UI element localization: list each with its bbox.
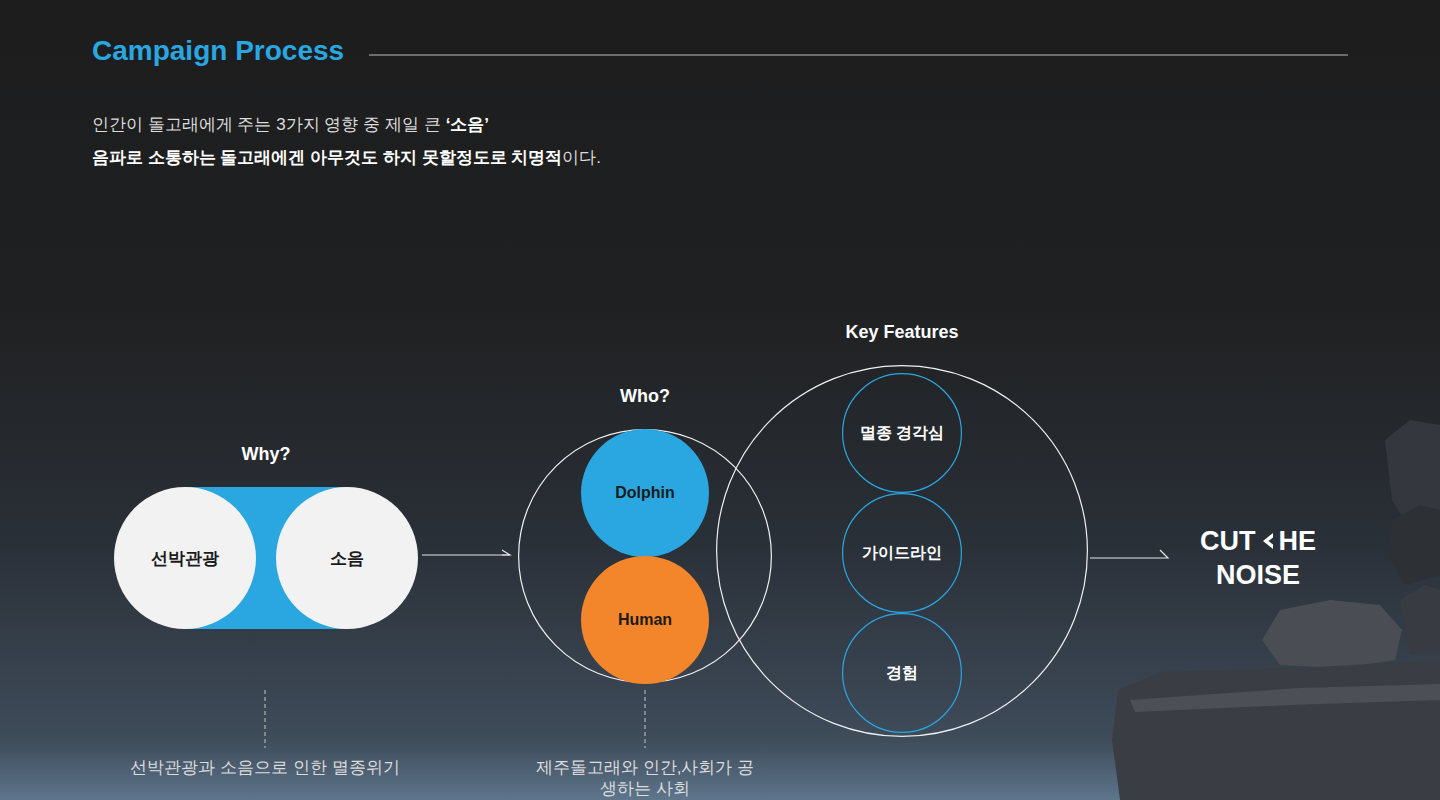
- node-body: 가이드라인: [842, 493, 962, 613]
- intro-line: 음파로 소통하는 돌고래에겐 아무것도 하지 못할정도로 치명적이다.: [92, 146, 601, 170]
- logo-word: CUT: [1200, 524, 1256, 558]
- node-heading: Who?: [458, 385, 832, 407]
- circle-shape: [114, 487, 256, 629]
- intro-text: ‘소음’: [446, 115, 489, 134]
- node-body: Human: [581, 556, 709, 684]
- cause-circle: 소음: [276, 487, 418, 629]
- circle-shape: [843, 374, 962, 493]
- circle-shape: [717, 366, 1088, 737]
- intro-text: 인간이 돌고래에게 주는 3가지 영향 중 제일 큰: [92, 115, 441, 134]
- circle-shape: [276, 487, 418, 629]
- feature-circle: 멸종 경각심: [842, 373, 962, 493]
- cause-band: Why?선박관광소음: [114, 487, 418, 629]
- campaign-logo: CUT HENOISE: [1180, 524, 1336, 592]
- who-circle: Who?DolphinHuman: [518, 429, 772, 683]
- circle-shape: [581, 556, 709, 684]
- leader-line: [644, 690, 646, 748]
- intro-text: 음파로 소통하는 돌고래에겐 아무것도 하지 못할정도로 치명적: [92, 148, 562, 167]
- logo-row: CUT HE: [1180, 524, 1336, 558]
- logo-word: NOISE: [1216, 558, 1300, 592]
- rock-ridge: [1130, 684, 1440, 712]
- node-body: 선박관광: [114, 487, 256, 629]
- actor-circle: Human: [581, 556, 709, 684]
- rock: [1400, 585, 1440, 655]
- rock-illustration: [1112, 420, 1440, 800]
- node-label: 멸종 경각심: [860, 423, 944, 444]
- rock: [1112, 660, 1440, 800]
- logo-arrow: [1090, 550, 1168, 558]
- node-body: 경험: [842, 613, 962, 733]
- logo-icon: [1260, 530, 1276, 552]
- intro-line: 인간이 돌고래에게 주는 3가지 영향 중 제일 큰 ‘소음’: [92, 113, 489, 137]
- circle-shape: [843, 494, 962, 613]
- cause-circle: 선박관광: [114, 487, 256, 629]
- page-title: Campaign Process: [92, 34, 344, 68]
- leader-line: [264, 690, 266, 748]
- circle-shape: [581, 429, 709, 557]
- caption-text: 선박관광과 소음으로 인한 멸종위기: [105, 757, 425, 778]
- caption-text: 제주돌고래와 인간,사회가 공생하는 사회: [530, 757, 760, 799]
- logo-row: NOISE: [1180, 558, 1336, 592]
- node-label: 경험: [886, 663, 918, 684]
- node-body: Dolphin: [581, 429, 709, 557]
- rock: [1262, 600, 1402, 668]
- title-rule: [369, 55, 1348, 56]
- circle-shape: [843, 614, 962, 733]
- node-label: Dolphin: [615, 484, 675, 502]
- node-body: 소음: [276, 487, 418, 629]
- actor-circle: Dolphin: [581, 429, 709, 557]
- rock: [1388, 505, 1440, 585]
- feature-circle: 경험: [842, 613, 962, 733]
- flow-arrow: [422, 554, 510, 555]
- logo-word: HE: [1278, 524, 1316, 558]
- features-circle: Key Features멸종 경각심가이드라인경험: [716, 365, 1088, 737]
- node-label: 소음: [330, 547, 364, 570]
- node-label: 가이드라인: [862, 543, 942, 564]
- node-heading: Why?: [54, 443, 478, 465]
- logo-icon-shape: [1263, 533, 1273, 549]
- node-body: 멸종 경각심: [842, 373, 962, 493]
- node-heading: Key Features: [656, 321, 1148, 343]
- intro-text: 이다.: [562, 148, 601, 167]
- node-label: Human: [618, 611, 672, 629]
- node-label: 선박관광: [151, 547, 219, 570]
- feature-circle: 가이드라인: [842, 493, 962, 613]
